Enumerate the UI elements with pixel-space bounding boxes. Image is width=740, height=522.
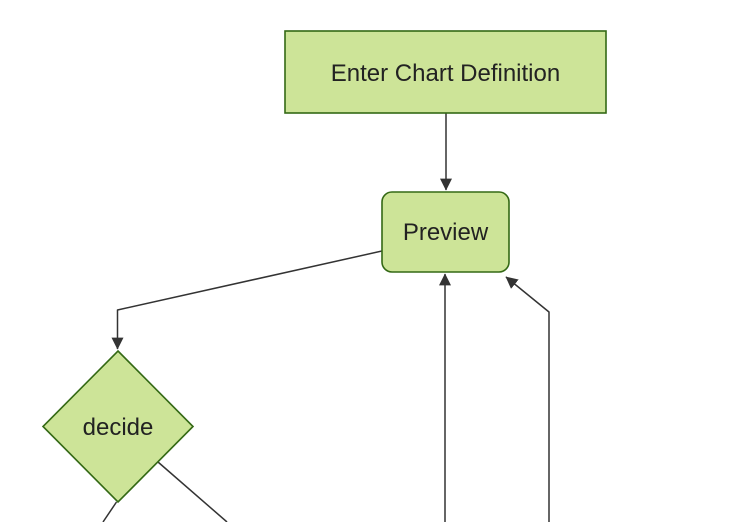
node-preview-label: Preview bbox=[403, 219, 489, 246]
edge-offscreen-bottom-right-to-preview bbox=[505, 276, 550, 522]
node-preview-shape bbox=[381, 191, 510, 273]
node-decide-shape bbox=[41, 349, 195, 504]
node-enter-chart-definition: Enter Chart Definition bbox=[284, 30, 607, 114]
node-decide: decide bbox=[41, 349, 195, 504]
node-decide-label: decide bbox=[83, 414, 154, 441]
edge-decide-to-offscreen-bottom-left bbox=[102, 501, 118, 522]
node-enter-chart-definition-shape bbox=[284, 30, 607, 114]
node-preview: Preview bbox=[381, 191, 510, 273]
flowchart-edges bbox=[102, 113, 550, 522]
edge-preview-to-decide bbox=[111, 250, 383, 350]
edge-decide-to-offscreen-bottom-right bbox=[157, 461, 228, 522]
node-enter-chart-definition-label: Enter Chart Definition bbox=[331, 60, 560, 87]
